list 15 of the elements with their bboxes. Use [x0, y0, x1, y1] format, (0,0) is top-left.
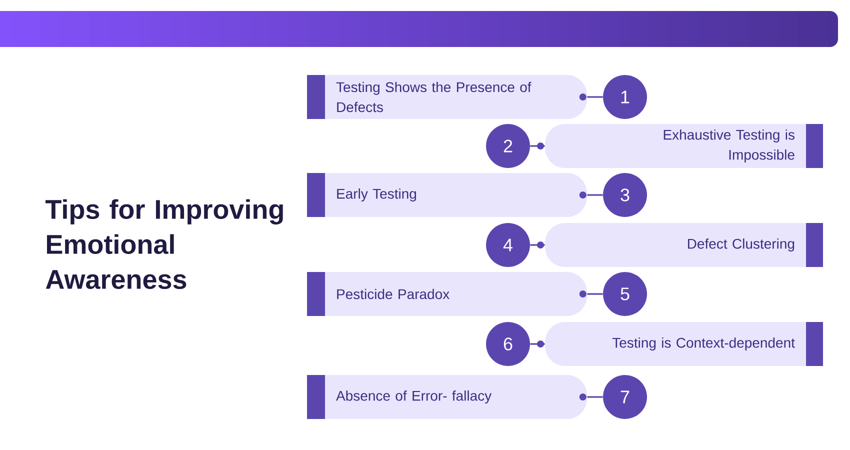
connector: [579, 290, 603, 298]
text-bar: Pesticide Paradox: [307, 272, 587, 316]
text-bar: Exhaustive Testing is Impossible: [545, 124, 824, 168]
text-bar: Testing is Context-dependent: [545, 322, 824, 366]
text-bar: Testing Shows the Presence of Defects: [307, 75, 587, 119]
connector: [530, 242, 545, 248]
text-bar: Early Testing: [307, 173, 587, 217]
connector: [579, 394, 603, 400]
title: Tips for Improving Emotional Awareness: [46, 199, 283, 290]
text-bar: Absence of Error- fallacy: [307, 375, 587, 419]
connector: [579, 192, 603, 198]
text-bar: Defect Clustering: [545, 223, 824, 267]
connector: [579, 94, 603, 100]
connector: [530, 340, 545, 348]
connector: [530, 142, 545, 150]
